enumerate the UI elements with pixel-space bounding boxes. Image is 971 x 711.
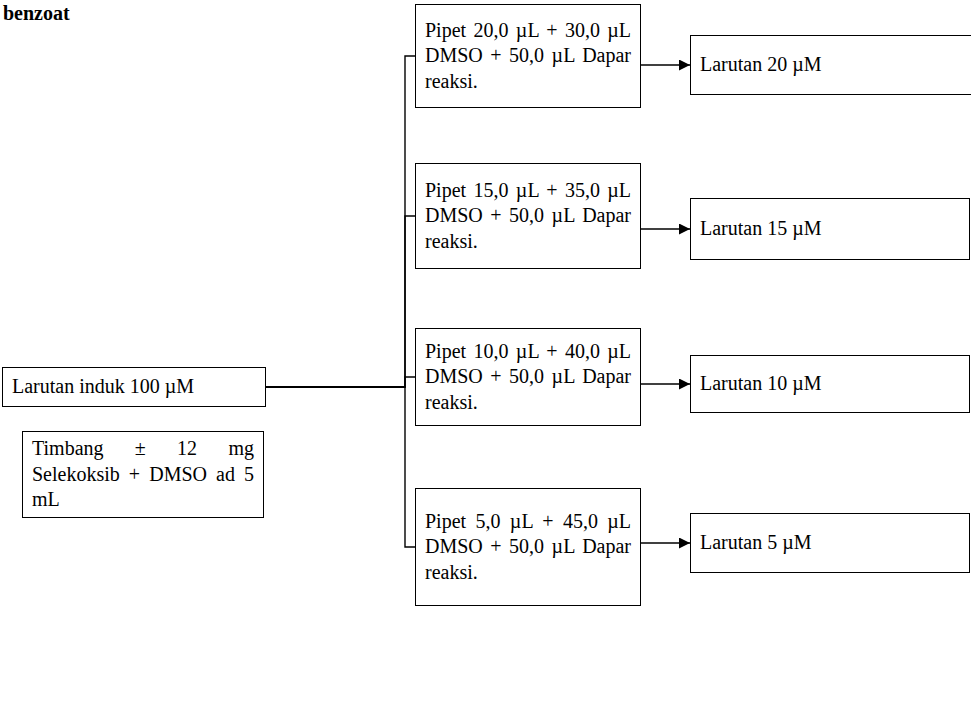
heading-fragment: benzoat <box>3 2 70 24</box>
node-text: Pipet 15,0 µL + 35,0 µL DMSO + 50,0 µL D… <box>425 178 631 255</box>
branch-line <box>266 56 415 387</box>
process-box: Pipet 15,0 µL + 35,0 µL DMSO + 50,0 µL D… <box>415 163 641 269</box>
branch-line <box>266 377 415 387</box>
branch-line <box>266 387 415 547</box>
node-text: Pipet 10,0 µL + 40,0 µL DMSO + 50,0 µL D… <box>425 339 631 416</box>
node-text: Larutan 10 µM <box>700 371 960 397</box>
node-text: Pipet 5,0 µL + 45,0 µL DMSO + 50,0 µL Da… <box>425 509 631 586</box>
node-text: Larutan 5 µM <box>700 530 960 556</box>
result-box: Larutan 10 µM <box>690 355 970 413</box>
flow-arrow <box>641 542 690 543</box>
stock-solution-box: Larutan induk 100 µM <box>2 367 266 407</box>
flow-arrow <box>641 383 690 384</box>
process-box: Pipet 10,0 µL + 40,0 µL DMSO + 50,0 µL D… <box>415 328 641 426</box>
node-text: Pipet 20,0 µL + 30,0 µL DMSO + 50,0 µL D… <box>425 18 631 95</box>
node-text: Timbang ± 12 mg Selekoksib + DMSO ad 5 m… <box>32 436 254 513</box>
result-box: Larutan 5 µM <box>690 513 970 573</box>
result-box: Larutan 20 µM <box>690 35 971 95</box>
flow-arrow <box>641 64 690 65</box>
node-text: Larutan 15 µM <box>700 216 960 242</box>
flow-arrow <box>641 228 690 229</box>
process-box: Pipet 20,0 µL + 30,0 µL DMSO + 50,0 µL D… <box>415 4 641 108</box>
node-text: Larutan induk 100 µM <box>12 374 256 400</box>
branch-line <box>266 216 415 387</box>
process-box: Pipet 5,0 µL + 45,0 µL DMSO + 50,0 µL Da… <box>415 488 641 606</box>
result-box: Larutan 15 µM <box>690 198 970 260</box>
procedure-box: Timbang ± 12 mg Selekoksib + DMSO ad 5 m… <box>22 431 264 518</box>
node-text: Larutan 20 µM <box>700 52 970 78</box>
